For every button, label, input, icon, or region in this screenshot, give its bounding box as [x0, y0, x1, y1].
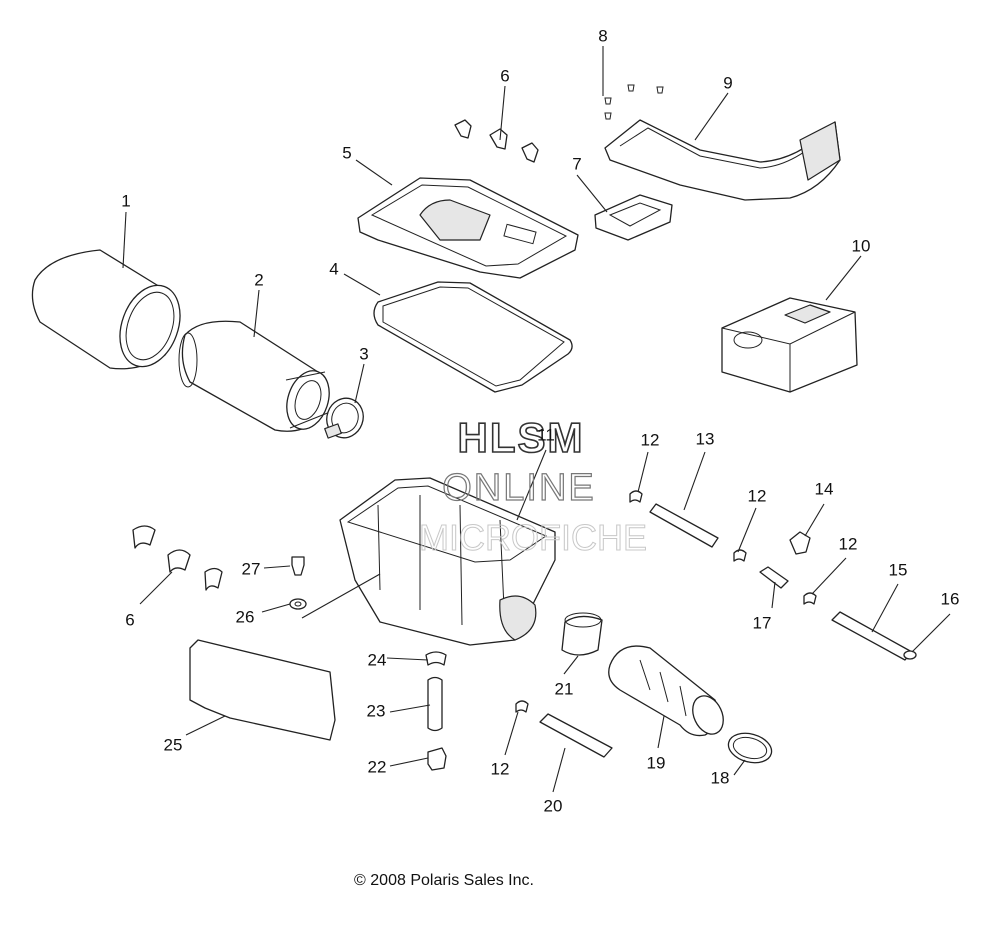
- callout-23: 23: [367, 701, 386, 720]
- watermark: MICROFICHE ONLINE HLSM: [419, 413, 648, 558]
- part-hose-clips: [515, 490, 817, 713]
- part-filter-clamp: [324, 397, 364, 439]
- callout-19: 19: [647, 753, 666, 772]
- part-access-plate: [594, 194, 673, 241]
- part-small-ring: [903, 650, 917, 660]
- watermark-line2: ONLINE: [442, 467, 595, 509]
- part-drain-tube: [427, 676, 443, 732]
- callout-6: 6: [500, 66, 509, 85]
- callout-12-d: 12: [491, 759, 510, 778]
- callout-5: 5: [342, 143, 351, 162]
- part-pre-filter: [31, 249, 181, 370]
- part-fastener: [291, 556, 305, 576]
- callout-12-c: 12: [839, 534, 858, 553]
- part-tube-upper: [649, 503, 719, 548]
- callout-24: 24: [368, 650, 387, 669]
- part-elbow-fittings-top: [454, 119, 539, 163]
- callout-12-a: 12: [641, 430, 660, 449]
- callout-13: 13: [696, 429, 715, 448]
- callout-16: 16: [941, 589, 960, 608]
- callout-11: 11: [537, 425, 555, 444]
- callout-4: 4: [329, 259, 338, 278]
- part-side-panel: [189, 639, 336, 741]
- callout-17: 17: [753, 613, 772, 632]
- part-tube-right: [831, 611, 913, 661]
- callout-21: 21: [555, 679, 574, 698]
- part-coupler-ring: [561, 612, 603, 656]
- part-boot-clamp: [727, 732, 773, 764]
- callout-22: 22: [368, 757, 387, 776]
- callout-14: 14: [815, 479, 834, 498]
- part-tube-lower: [539, 713, 613, 758]
- part-check-valve: [759, 566, 789, 589]
- part-airbox: [339, 477, 556, 646]
- part-drain-fitting: [427, 747, 447, 771]
- part-clip: [789, 531, 811, 555]
- callout-18: 18: [711, 768, 730, 787]
- copyright-notice: © 2008 Polaris Sales Inc.: [354, 872, 534, 889]
- callout-3: 3: [359, 344, 368, 363]
- callout-8: 8: [598, 26, 607, 45]
- callout-27: 27: [242, 559, 261, 578]
- part-small-clamp: [425, 651, 447, 666]
- part-airbox-cover: [357, 177, 579, 279]
- callout-2: 2: [254, 270, 263, 289]
- part-washer: [289, 598, 307, 610]
- callout-25: 25: [164, 735, 183, 754]
- watermark-line1: HLSM: [458, 414, 585, 461]
- part-gasket: [373, 281, 573, 393]
- callout-12-b: 12: [748, 486, 767, 505]
- leader-lines: [122, 46, 951, 793]
- part-intake-boot: [608, 645, 724, 737]
- part-screws: [604, 84, 664, 120]
- callout-10: 10: [852, 236, 871, 255]
- part-foam-block: [721, 297, 858, 393]
- watermark-line3: MICROFICHE: [419, 517, 647, 558]
- callout-1: 1: [121, 191, 130, 210]
- part-elbow-fittings-left: [132, 525, 223, 591]
- callout-9: 9: [723, 73, 732, 92]
- callout-20: 20: [544, 796, 563, 815]
- callout-labels: 1 2 3 4 5 6 7 8 9 10 11 12 13 12 14 12 1…: [121, 26, 959, 815]
- part-air-filter: [178, 320, 331, 432]
- part-intake-duct: [604, 119, 841, 201]
- callout-6-b: 6: [125, 610, 134, 629]
- callout-7: 7: [572, 154, 581, 173]
- callout-26: 26: [236, 607, 255, 626]
- callout-15: 15: [889, 560, 908, 579]
